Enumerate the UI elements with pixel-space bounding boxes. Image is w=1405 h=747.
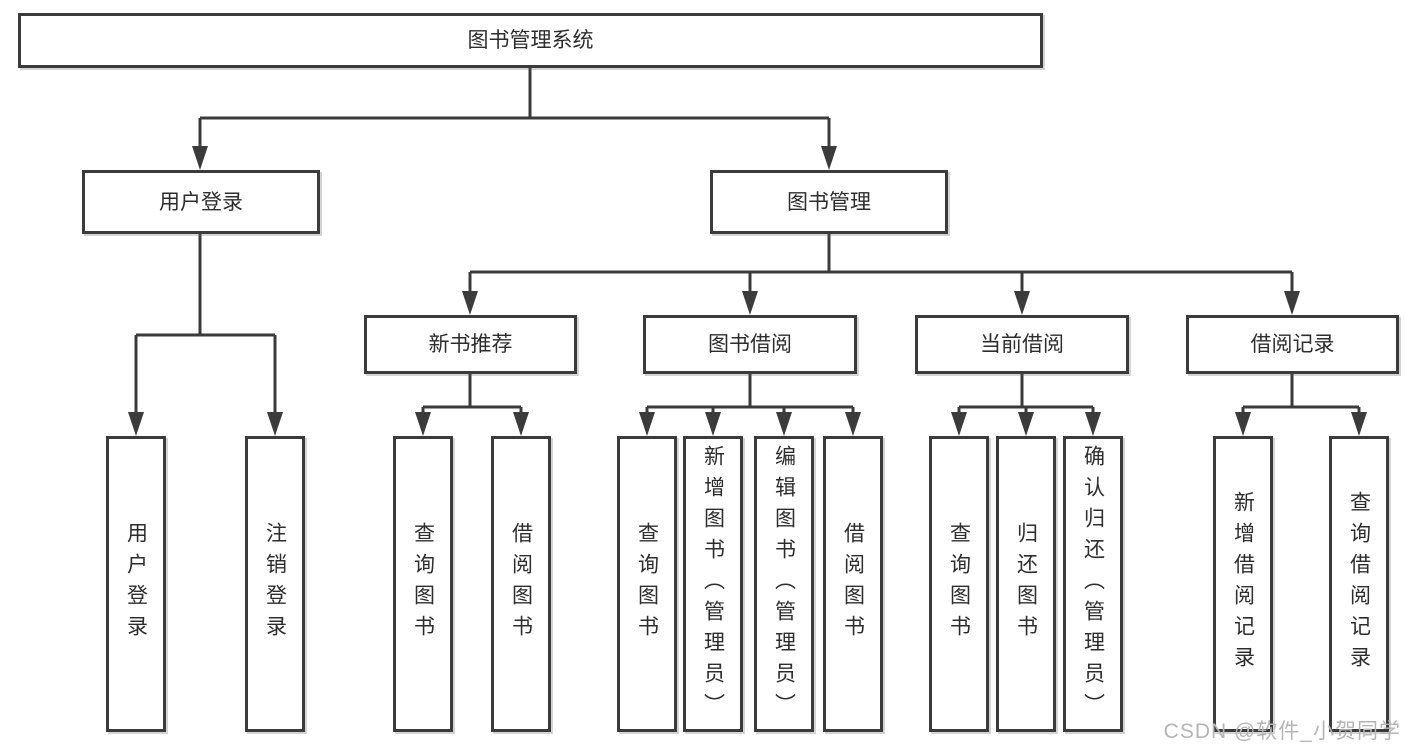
- leaf-return-books: 归还图书: [996, 436, 1056, 732]
- arrowhead-icon: [776, 412, 792, 436]
- node-book-management: 图书管理: [710, 170, 948, 234]
- leaf-borrow-books-recommend: 借阅图书: [491, 436, 551, 732]
- node-library-system-root: 图书管理系统: [18, 13, 1043, 68]
- node-borrowing-records: 借阅记录: [1186, 315, 1399, 374]
- leaf-query-borrow-record: 查询借阅记录: [1329, 436, 1389, 732]
- leaf-logout-login: 注销登录: [245, 436, 305, 732]
- arrowhead-icon: [1018, 412, 1034, 436]
- node-user-login: 用户登录: [82, 170, 320, 234]
- arrowhead-icon: [639, 412, 655, 436]
- arrowhead-icon: [513, 412, 529, 436]
- arrowhead-icon: [192, 146, 208, 170]
- leaf-user-login: 用户登录: [106, 436, 166, 732]
- node-current-borrowing: 当前借阅: [915, 315, 1129, 374]
- leaf-add-book-admin: 新增图书（管理员）: [683, 436, 743, 732]
- arrowhead-icon: [1284, 291, 1300, 315]
- arrowhead-icon: [821, 146, 837, 170]
- leaf-confirm-return-admin: 确认归还（管理员）: [1063, 436, 1123, 732]
- node-book-borrowing: 图书借阅: [643, 315, 857, 374]
- leaf-borrow-books-borrowing: 借阅图书: [823, 436, 883, 732]
- arrowhead-icon: [951, 412, 967, 436]
- arrowhead-icon: [415, 412, 431, 436]
- arrowhead-icon: [1085, 412, 1101, 436]
- leaf-query-books-recommend: 查询图书: [393, 436, 453, 732]
- arrowhead-icons: [128, 146, 1367, 436]
- arrowhead-icon: [742, 291, 758, 315]
- leaf-query-books-current: 查询图书: [929, 436, 989, 732]
- arrowhead-icon: [128, 412, 144, 436]
- arrowhead-icon: [1235, 412, 1251, 436]
- arrowhead-icon: [267, 412, 283, 436]
- arrowhead-icon: [1351, 412, 1367, 436]
- watermark-text: CSDN @软件_小贺同学: [1163, 720, 1401, 743]
- arrowhead-icon: [1014, 291, 1030, 315]
- arrowhead-icon: [705, 412, 721, 436]
- leaf-query-books-borrowing: 查询图书: [617, 436, 677, 732]
- node-new-book-recommendation: 新书推荐: [364, 315, 577, 374]
- arrowhead-icon: [845, 412, 861, 436]
- leaf-add-borrow-record: 新增借阅记录: [1213, 436, 1273, 732]
- leaf-edit-book-admin: 编辑图书（管理员）: [754, 436, 814, 732]
- arrowhead-icon: [462, 291, 478, 315]
